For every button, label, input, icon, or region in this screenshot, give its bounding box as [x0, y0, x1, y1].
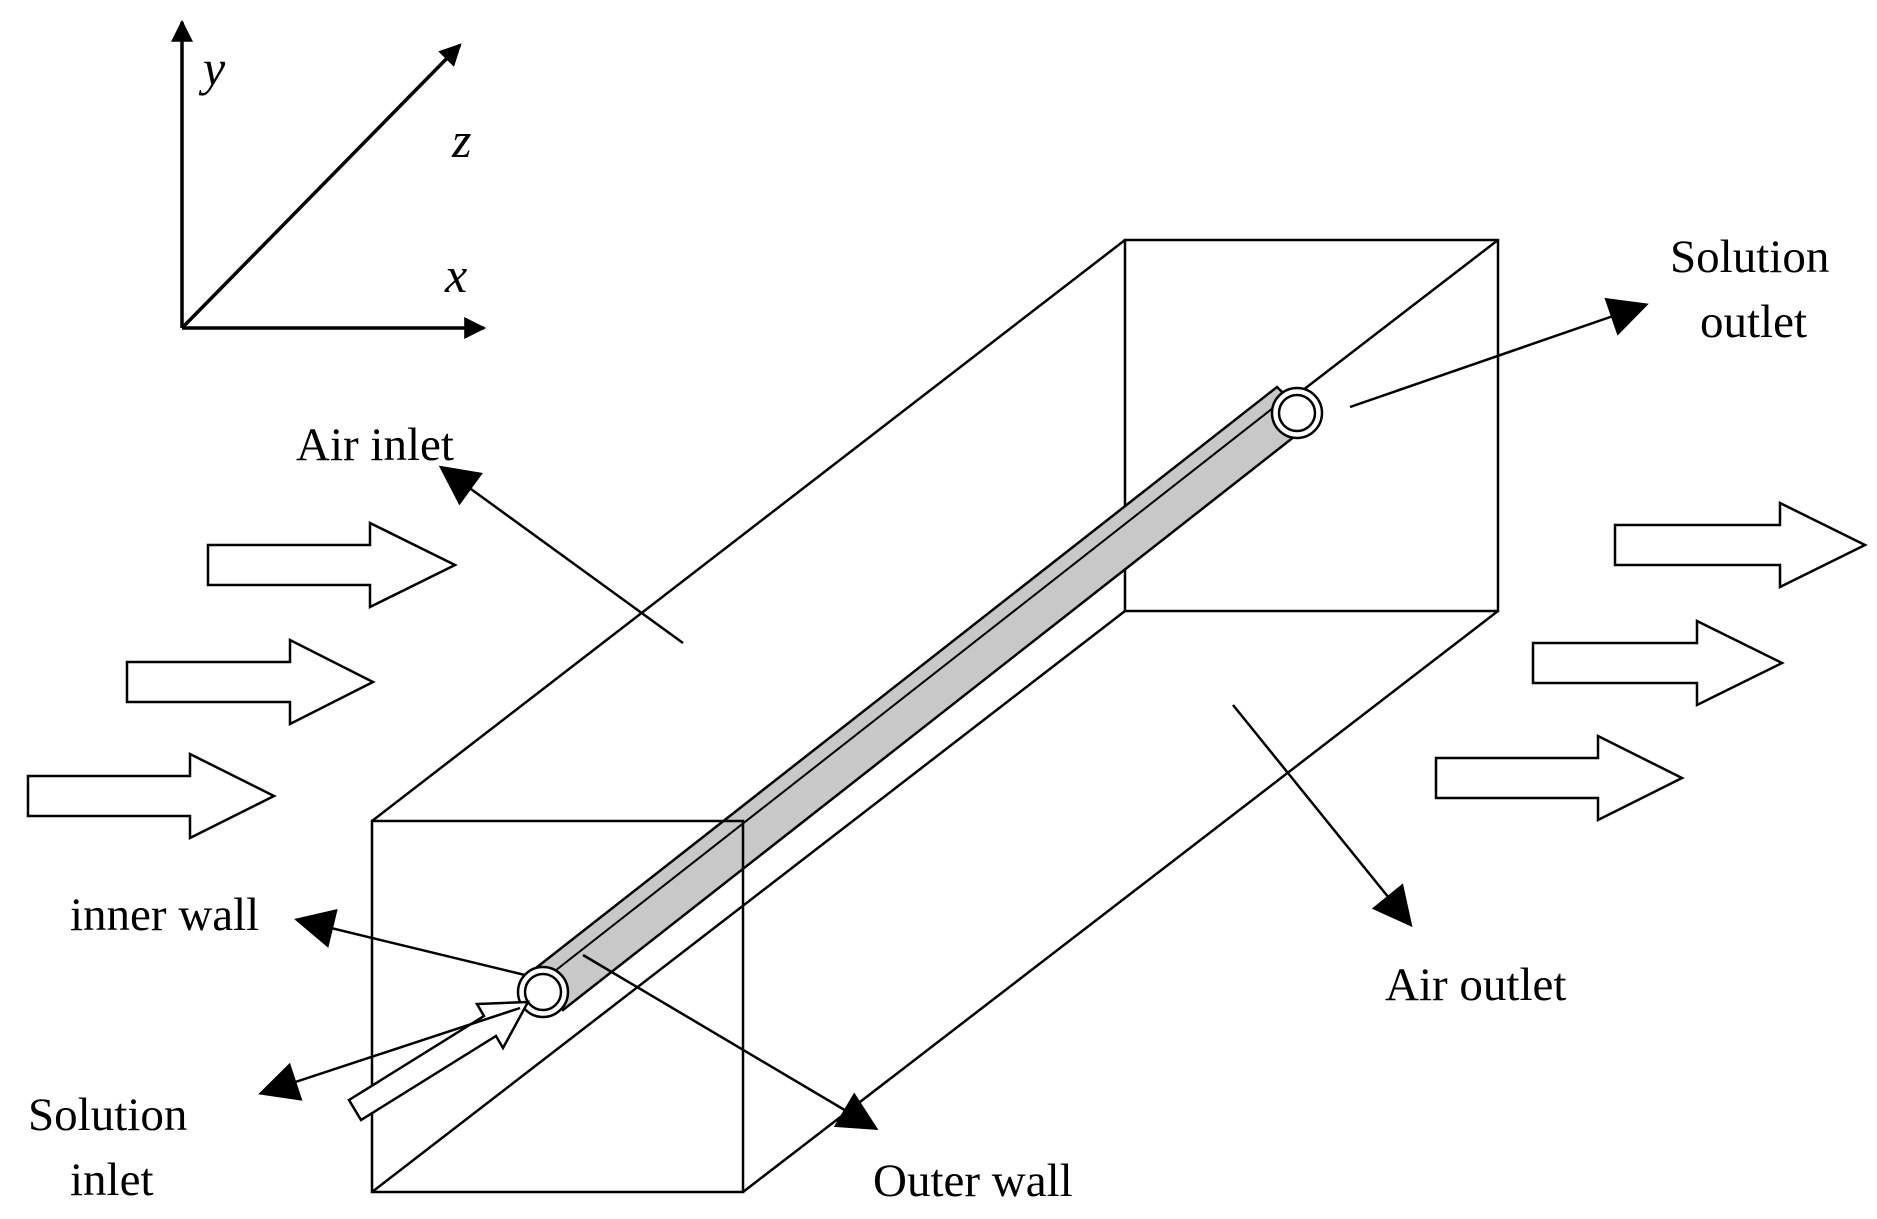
top-left-depth-edge: [371, 239, 1126, 822]
inner-wall-label: inner wall: [70, 889, 259, 941]
bottom-left-depth-edge: [371, 610, 1126, 1193]
air-out-arrow-3: [1434, 733, 1685, 823]
air-outlet-label: Air outlet: [1385, 959, 1566, 1011]
air-flow-arrows: [26, 500, 1868, 1122]
solution-inlet-leader: [258, 1006, 521, 1101]
front-face: [370, 819, 745, 1194]
z-axis-label: z: [451, 112, 471, 168]
pipe-body: [525, 385, 1315, 1012]
solution-pipe: [516, 385, 1324, 1019]
back-face: [1123, 238, 1500, 613]
solution-outlet-label-line2: outlet: [1700, 296, 1807, 348]
z-axis: [180, 43, 462, 330]
outer-wall-label: Outer wall: [873, 1155, 1073, 1207]
bottom-right-depth-edge: [742, 610, 1499, 1193]
pipe-outlet-inner: [1277, 393, 1317, 433]
air-in-arrow-2: [125, 637, 376, 727]
leader-lines: [258, 297, 1649, 1131]
air-outlet-leader: [1232, 704, 1413, 928]
x-axis-label: x: [444, 247, 467, 303]
pipe-inlet-inner: [523, 972, 563, 1012]
air-in-arrow-3: [26, 751, 277, 841]
inner-wall-leader: [294, 909, 526, 977]
air-inlet-label: Air inlet: [296, 419, 454, 471]
pipe-edge-line: [536, 396, 1288, 986]
air-in-arrow-1: [206, 520, 458, 610]
solution-inlet-arrow: [347, 1000, 531, 1122]
y-axis-label: y: [198, 40, 226, 96]
solution-inlet-label-line1: Solution: [28, 1089, 187, 1141]
solution-outlet-label-line1: Solution: [1670, 231, 1829, 283]
air-out-arrow-1: [1613, 500, 1868, 590]
outer-wall-leader: [582, 953, 879, 1131]
air-out-arrow-2: [1531, 618, 1785, 708]
solution-inlet-label-line2: inlet: [70, 1154, 154, 1206]
solution-outlet-leader: [1349, 297, 1649, 409]
air-inlet-leader: [438, 465, 684, 645]
axis-system: [171, 19, 487, 339]
